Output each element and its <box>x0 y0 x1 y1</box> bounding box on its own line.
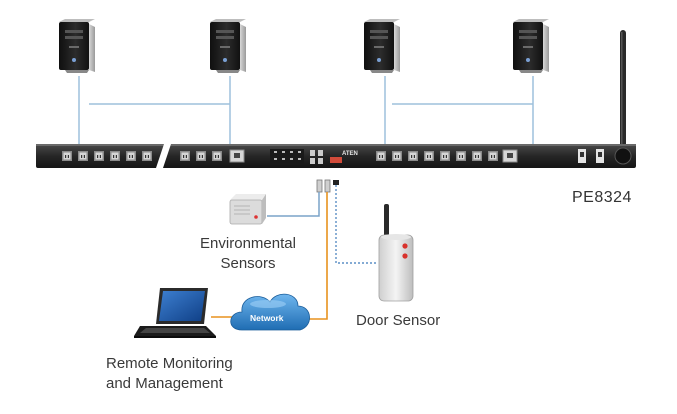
door-sensor-link <box>335 185 378 264</box>
server-tower-4 <box>513 19 549 73</box>
environmental-sensors-label: Environmental Sensors <box>190 234 306 274</box>
remote-monitoring-label-line-1: Remote Monitoring <box>106 355 233 372</box>
door-sensor-device <box>378 204 414 302</box>
network-cloud-icon <box>230 293 310 331</box>
pdu-breakers <box>578 149 604 163</box>
environmental-sensor-device <box>229 194 266 225</box>
server-tower-3 <box>364 19 400 73</box>
server-power-links <box>78 76 534 144</box>
remote-monitoring-label-line-2: and Management <box>106 375 223 392</box>
remote-monitoring-label: Remote Monitoring and Management <box>106 354 233 394</box>
environmental-sensors-label-line-1: Environmental <box>200 235 296 252</box>
antenna-icon <box>620 30 626 148</box>
network-label: Network <box>250 313 284 323</box>
door-sensor-label: Door Sensor <box>356 312 441 329</box>
server-tower-1 <box>59 19 95 73</box>
outlet-bank-3 <box>376 149 518 163</box>
pdu-brand-logo: ATEN <box>342 151 358 157</box>
network-uplink <box>303 192 328 320</box>
pdu-strip: ATEN <box>36 144 636 168</box>
environmental-sensor-link <box>267 192 320 217</box>
outlet-bank-2 <box>180 149 245 163</box>
environmental-sensors-label-line-2: Sensors <box>220 255 276 272</box>
antenna-base <box>614 147 632 165</box>
laptop-icon <box>134 288 216 338</box>
server-tower-2 <box>210 19 246 73</box>
model-label: PE8324 <box>572 189 632 206</box>
pdu-control-panel <box>270 149 342 165</box>
